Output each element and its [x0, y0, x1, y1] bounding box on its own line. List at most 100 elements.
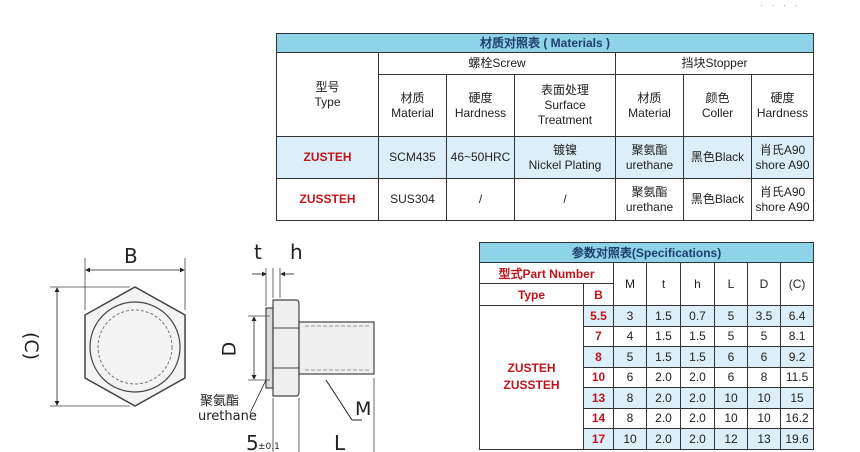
b-cell: 7 — [583, 325, 614, 347]
t-cell: 2.0 — [646, 428, 681, 450]
b-cell: 8 — [583, 346, 614, 368]
c-cell: 6.4 — [779, 305, 815, 327]
stopper-material-cn: 聚氨酯 — [631, 142, 668, 157]
hardness-cn: 肖氏A90 — [759, 184, 806, 199]
l-cell: 5 — [714, 305, 748, 327]
m-cell: 6 — [613, 366, 647, 388]
technical-drawing: B (C) t h D M 聚氨酯 urethane 5 ±0.1 L — [0, 230, 470, 452]
c-cell: 9.2 — [779, 346, 815, 368]
hardness-en: shore A90 — [755, 157, 810, 172]
stopper-material-cn: 聚氨酯 — [631, 184, 668, 199]
label-l: L — [334, 431, 346, 452]
type-name: ZUSSTEH — [503, 378, 560, 393]
table-row: 7 4 1.5 1.5 5 5 8.1 — [480, 325, 815, 347]
d-cell: 3.5 — [747, 305, 781, 327]
type-header-en: Type — [314, 94, 341, 109]
screw-material-cell: SCM435 — [378, 136, 447, 179]
corner-mark: · · · · — [760, 0, 801, 10]
d-cell: 6 — [747, 346, 781, 368]
c-cell: 11.5 — [779, 366, 815, 388]
materials-title: 材质对照表 ( Materials ) — [276, 33, 814, 53]
b-cell: 5.5 — [583, 305, 614, 327]
col-header-cn: 硬度 — [770, 90, 795, 105]
col-header-h: h — [680, 262, 715, 306]
d-cell: 8 — [747, 366, 781, 388]
t-cell: 2.0 — [646, 366, 681, 388]
d-cell: 13 — [747, 428, 781, 450]
col-header-m: M — [613, 262, 647, 306]
label-d: D — [218, 341, 241, 357]
surface-en: Nickel Plating — [528, 157, 602, 172]
c-cell: 19.6 — [779, 428, 815, 450]
table-row: ZUSTEH ZUSSTEH 5.5 3 1.5 0.7 5 3.5 6.4 — [479, 305, 815, 450]
m-cell: 4 — [613, 325, 647, 347]
hexagon-outline — [84, 286, 186, 407]
d-cell: 10 — [747, 387, 781, 409]
screw-material-cell: SUS304 — [378, 178, 447, 221]
col-header-en: Hardness — [454, 105, 507, 120]
label-m: M — [355, 398, 372, 420]
m-cell: 8 — [613, 407, 647, 429]
type-header-cn: 型号 — [315, 79, 340, 94]
label-h: h — [290, 240, 303, 264]
col-header-en: Surface Treatment — [537, 98, 593, 127]
col-header-cn: 材质 — [637, 90, 662, 105]
c-cell: 8.1 — [779, 325, 815, 347]
stopper-group-header: 挡块Stopper — [615, 52, 814, 75]
h-cell: 2.0 — [680, 407, 715, 429]
drawing-svg — [50, 258, 375, 452]
m-cell: 8 — [613, 387, 647, 409]
stopper-material-en: urethane — [625, 199, 674, 214]
hardness-en: shore A90 — [755, 199, 810, 214]
col-header-d: D — [747, 262, 781, 306]
t-cell: 1.5 — [646, 305, 681, 327]
surface-cn: 镀镍 — [552, 142, 577, 157]
type-cell: ZUSSTEH — [276, 178, 379, 221]
type-header: 型号 Type — [276, 52, 379, 137]
h-cell: 2.0 — [680, 387, 715, 409]
materials-table: 材质对照表 ( Materials ) 型号 Type 螺栓Screw 挡块St… — [276, 33, 814, 221]
inner-dashed-circle — [97, 309, 173, 385]
col-header-cn: 表面处理 — [540, 83, 589, 97]
type-name: ZUSTEH — [507, 361, 556, 376]
col-header-en: Material — [628, 105, 671, 120]
hardness-cn: 肖氏A90 — [759, 142, 806, 157]
b-header: B — [583, 283, 614, 306]
type-header: Type — [479, 283, 584, 306]
label-5: 5 — [246, 431, 259, 452]
screw-group-header: 螺栓Screw — [378, 52, 616, 75]
h-cell: 2.0 — [680, 366, 715, 388]
l-cell: 6 — [714, 366, 748, 388]
m-cell: 5 — [613, 346, 647, 368]
l-cell: 12 — [714, 428, 748, 450]
b-cell: 17 — [583, 428, 614, 450]
bolt-head — [272, 299, 300, 397]
part-number-header: 型式Part Number — [479, 262, 614, 284]
label-urethane-en: urethane — [198, 409, 257, 424]
type-cell: ZUSTEH — [276, 136, 379, 179]
t-cell: 2.0 — [646, 407, 681, 429]
color-cell: 黑色Black — [683, 136, 752, 179]
label-t: t — [254, 240, 262, 264]
b-cell: 10 — [583, 366, 614, 388]
col-header-t: t — [646, 262, 681, 306]
b-cell: 13 — [583, 387, 614, 409]
l-cell: 10 — [714, 407, 748, 429]
t-cell: 1.5 — [646, 325, 681, 347]
label-b: B — [124, 244, 138, 268]
label-c: (C) — [20, 331, 43, 361]
h-cell: 0.7 — [680, 305, 715, 327]
h-cell: 1.5 — [680, 325, 715, 347]
specifications-title: 参数对照表(Specifications) — [478, 242, 815, 263]
col-header-c: (C) — [779, 262, 815, 306]
urethane-stopper — [265, 307, 274, 389]
